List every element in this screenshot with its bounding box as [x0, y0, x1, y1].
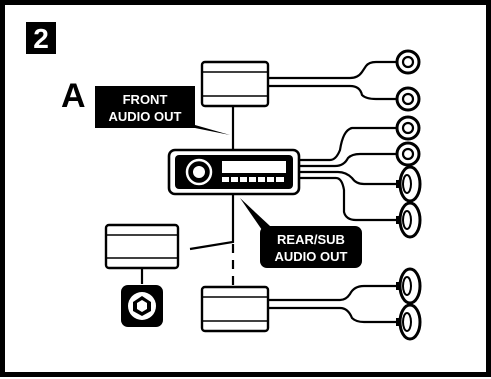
- speaker-icon: [396, 267, 422, 305]
- speaker-icon: [396, 165, 422, 203]
- left-amp-cable: [189, 240, 235, 251]
- hu-out-2: [300, 152, 398, 168]
- speaker-icon: [396, 201, 422, 239]
- hu-out-4: [300, 176, 398, 222]
- front-label-line1: FRONT: [123, 92, 168, 107]
- head-unit: [167, 148, 301, 196]
- front-label-line2: AUDIO OUT: [109, 109, 182, 124]
- display-panel: [222, 161, 286, 173]
- step-number: 2: [33, 23, 49, 54]
- bottom-amp-out-2: [268, 306, 398, 324]
- rca-plug-icon: [395, 115, 421, 141]
- top-amplifier: [200, 60, 270, 108]
- rear-label-line1: REAR/SUB: [277, 232, 345, 247]
- step-badge: 2: [26, 22, 56, 54]
- rca-plug-icon: [395, 86, 421, 112]
- rear-label-line2: AUDIO OUT: [275, 249, 348, 264]
- bottom-amplifier: [200, 285, 270, 333]
- rca-plug-icon: [395, 49, 421, 75]
- rear-sub-audio-out-label: REAR/SUB AUDIO OUT: [240, 198, 362, 268]
- top-amp-out-1: [268, 60, 398, 80]
- top-amp-out-2: [268, 84, 398, 101]
- hu-out-1: [300, 126, 398, 162]
- speaker-icon: [396, 303, 422, 341]
- bottom-amp-out-1: [268, 284, 398, 302]
- left-amplifier: [104, 223, 180, 270]
- preset-buttons: [222, 177, 284, 182]
- hu-out-3: [300, 170, 398, 186]
- front-audio-out-label: FRONT AUDIO OUT: [95, 86, 230, 135]
- rca-plug-icon: [395, 141, 421, 167]
- wiring: [140, 60, 398, 324]
- input-jack-icon: [121, 285, 163, 327]
- section-letter: A: [61, 77, 86, 115]
